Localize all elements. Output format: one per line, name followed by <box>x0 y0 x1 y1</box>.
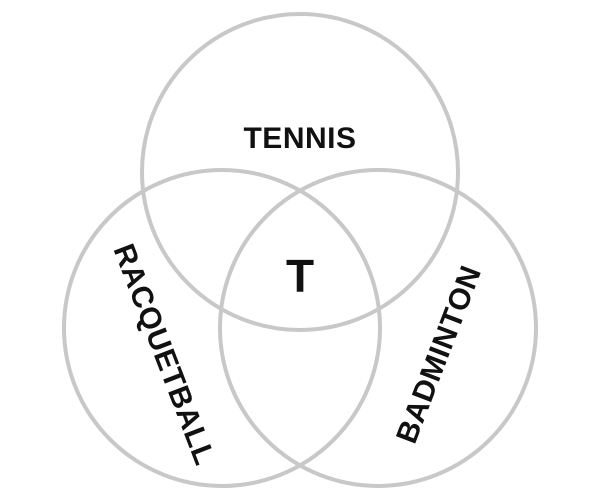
circle-racquetball <box>62 168 382 488</box>
label-racquetball: RACQUETBALL <box>107 240 222 470</box>
label-intersection: T <box>286 250 314 302</box>
label-tennis: TENNIS <box>243 122 356 155</box>
circle-badminton <box>218 168 538 488</box>
circle-tennis <box>140 12 460 332</box>
